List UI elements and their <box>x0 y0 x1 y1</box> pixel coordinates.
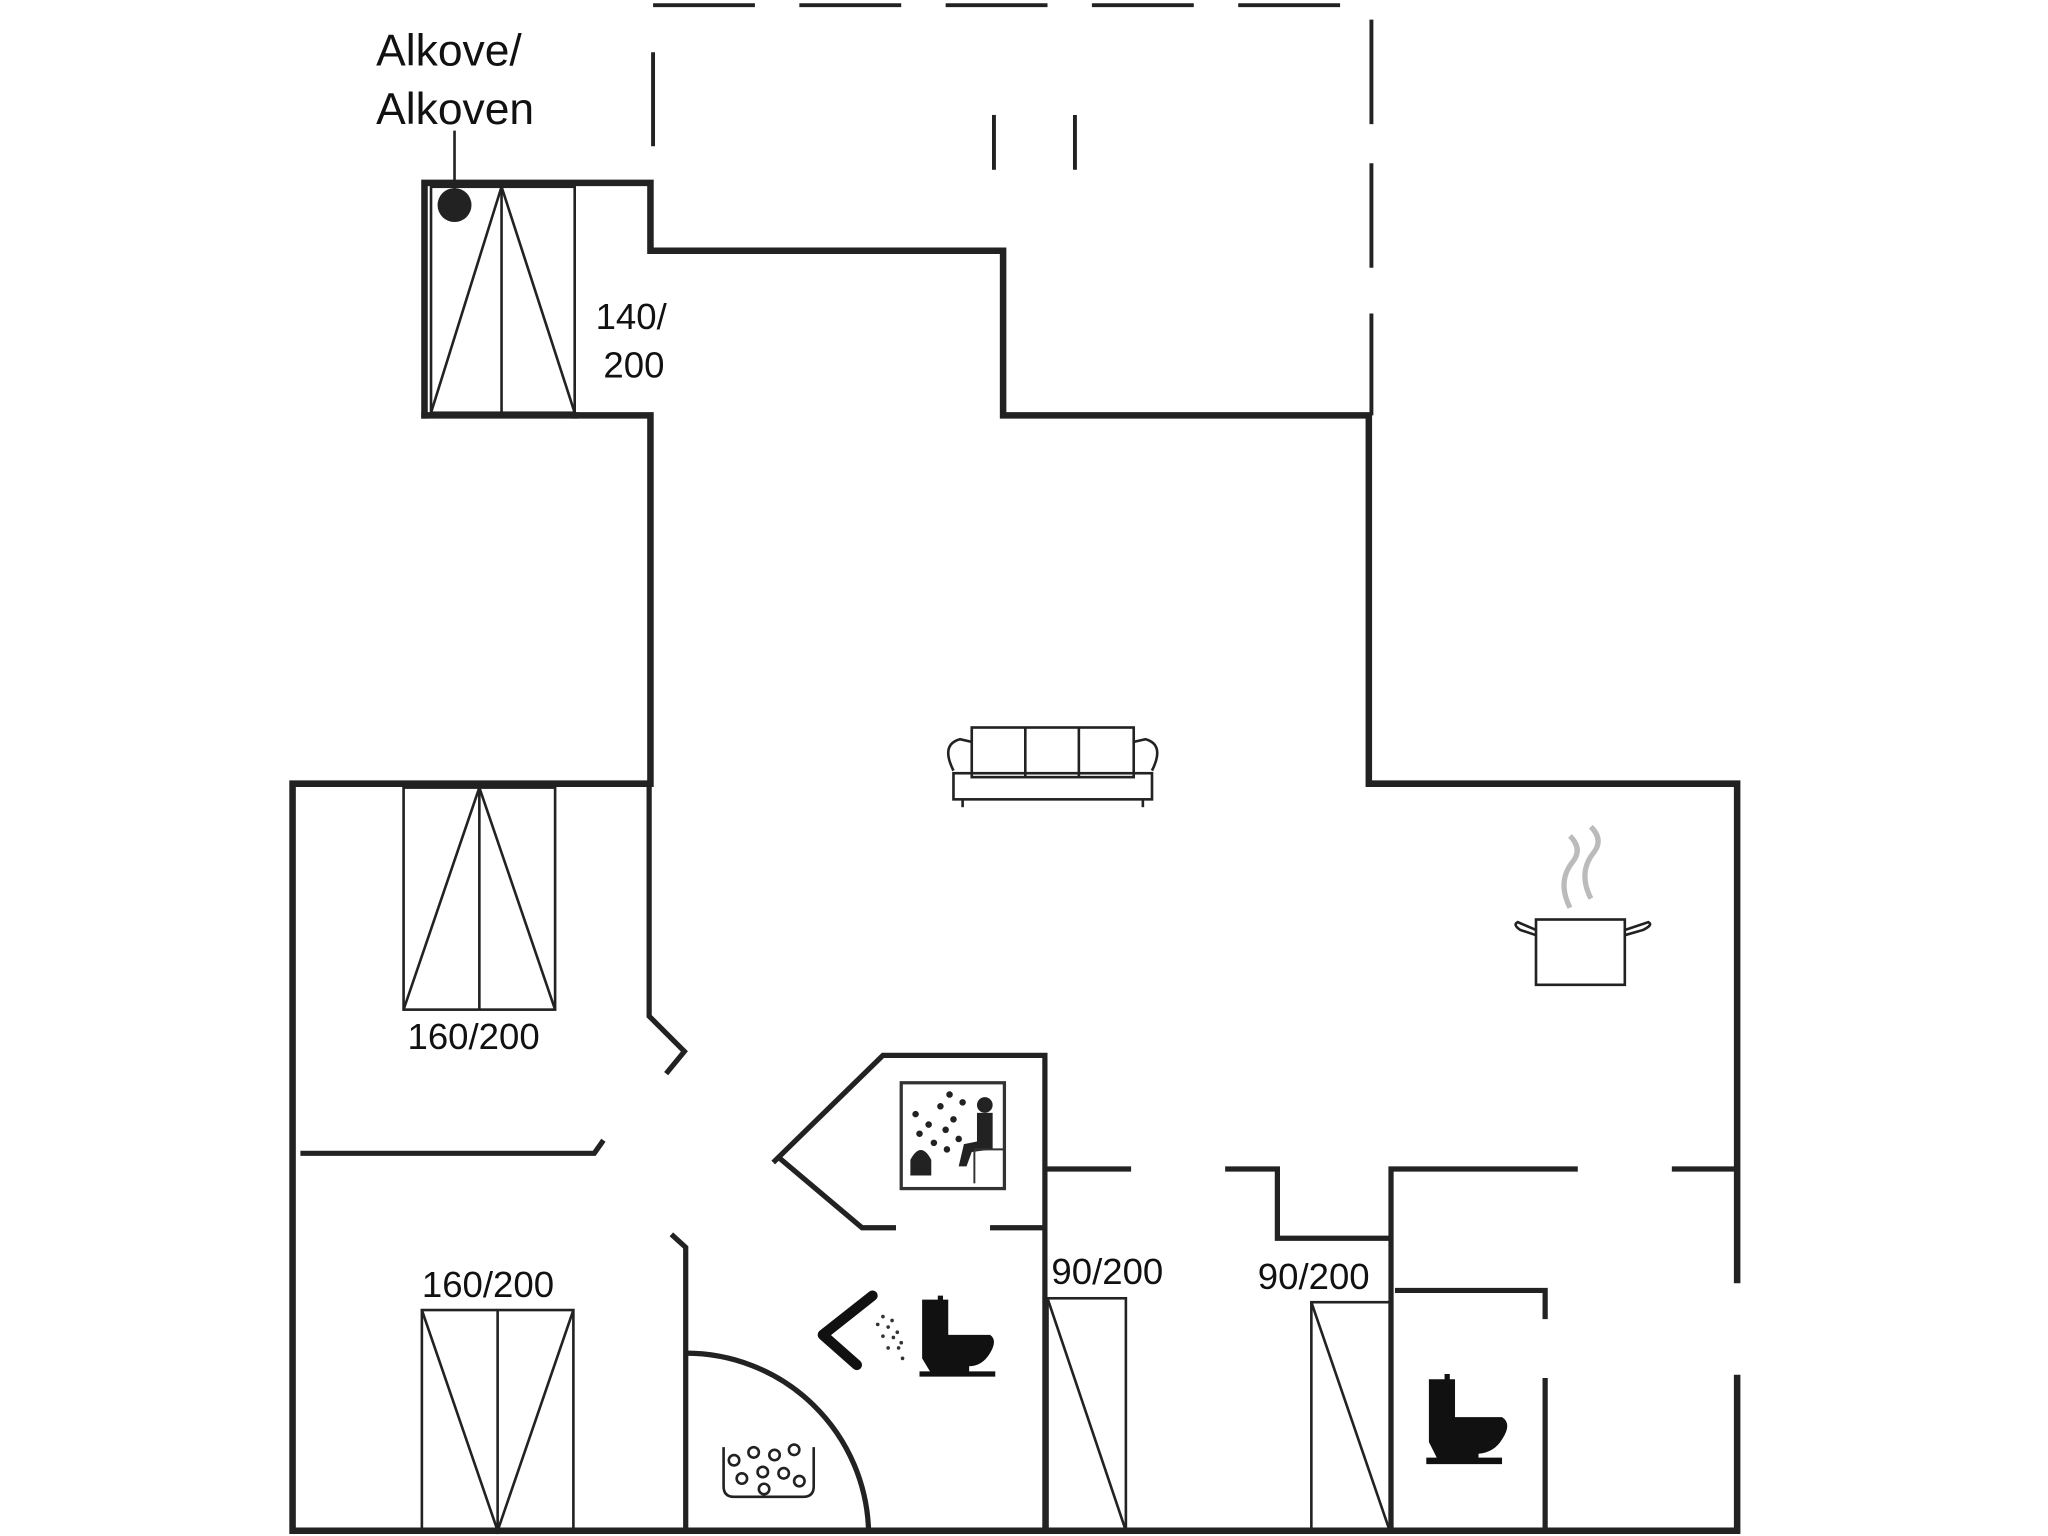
bathtub-icon <box>685 1350 872 1531</box>
alcove-label-1: Alkove/ <box>376 26 522 75</box>
bed-alcove <box>429 130 576 415</box>
cooking-pot-icon <box>1514 824 1652 987</box>
bed-single1-label: 90/200 <box>1051 1251 1163 1292</box>
bed-single2-label: 90/200 <box>1258 1256 1370 1297</box>
sauna-icon <box>899 1081 1007 1191</box>
toilet-icon <box>919 1295 996 1377</box>
bed-single1 <box>1046 1296 1128 1533</box>
bed-room1 <box>402 783 557 1011</box>
alcove-bed-label-1: 140/ <box>596 296 668 337</box>
sofa-icon <box>946 726 1159 808</box>
bed-single2 <box>1310 1300 1392 1533</box>
toilet-icon-2 <box>1426 1374 1508 1465</box>
interior-walls <box>300 783 1738 1531</box>
terrace-outline <box>651 3 1374 416</box>
alcove-bed-label-2: 200 <box>603 344 664 385</box>
alcove-marker <box>437 188 472 223</box>
outer-walls <box>289 179 1741 1535</box>
bed-room1-label: 160/200 <box>408 1016 540 1057</box>
alcove-label-2: Alkoven <box>376 85 534 134</box>
bed-room2-label: 160/200 <box>422 1264 554 1305</box>
shower-icon <box>817 1290 905 1371</box>
bed-room2 <box>420 1308 575 1535</box>
